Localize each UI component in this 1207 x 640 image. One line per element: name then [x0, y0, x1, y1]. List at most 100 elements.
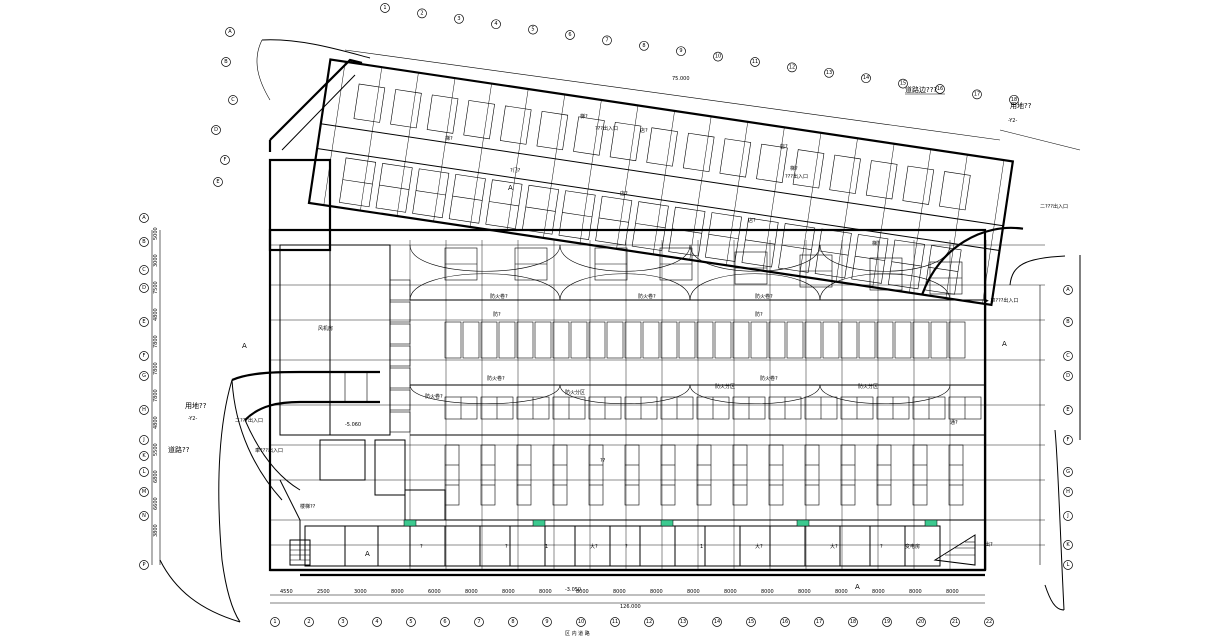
- axis-bubble-circle: [139, 371, 149, 381]
- axis-bubble-circle: [882, 617, 892, 627]
- label-fire-door-2: 防火卷?: [638, 293, 656, 300]
- label-bottom-level: -3.050: [565, 587, 581, 593]
- stall-divider: [818, 250, 849, 256]
- axis-bubble-right: D: [1063, 371, 1073, 381]
- axis-bubble-label: 7: [605, 37, 608, 43]
- axis-bubble-top: 4: [491, 19, 501, 30]
- upper-grid-column: [360, 67, 383, 211]
- axis-bubble-circle: [139, 265, 149, 275]
- axis-bubble-bottom: 22: [984, 617, 994, 627]
- axis-bubble-circle: [225, 27, 235, 37]
- axis-bubble-bottom: 18: [848, 617, 858, 627]
- label-smoke-1: 防?: [493, 311, 501, 318]
- dimension-bottom: 8000: [798, 589, 811, 595]
- axis-bubble-left: D: [139, 283, 149, 293]
- upper-stall: [448, 173, 486, 224]
- axis-bubble-bottom: 1: [270, 617, 280, 627]
- axis-bubble-circle: [491, 19, 501, 30]
- upper-stall: [558, 190, 596, 240]
- parking-stall: [588, 321, 606, 359]
- marker-green: [924, 519, 938, 527]
- axis-bubble-label: H: [1066, 489, 1070, 495]
- axis-bubble-circle: [139, 405, 149, 415]
- label-fire-zone-2: 防火分区: [715, 383, 735, 390]
- axis-bubble-label: 2: [420, 10, 423, 16]
- axis-bubble-top: 17: [972, 89, 982, 100]
- axis-bubble-label: C: [1066, 353, 1070, 359]
- axis-bubble-bottom: 17: [814, 617, 824, 627]
- parking-stall: [389, 301, 411, 323]
- parking-stall: [462, 321, 480, 359]
- axis-bubble-label: D: [1066, 373, 1070, 379]
- ramp-outer-top: [231, 370, 380, 382]
- service-room: [704, 525, 741, 567]
- axis-bubble-label: 7: [477, 619, 480, 625]
- axis-bubble-circle: [861, 73, 871, 84]
- axis-bubble-right: K: [1063, 540, 1073, 550]
- axis-bubble-bottom: 3: [338, 617, 348, 627]
- axis-bubble-label: 8: [642, 43, 645, 49]
- axis-bubble-circle: [139, 283, 149, 293]
- upper-stall: [887, 239, 925, 290]
- stall-divider: [452, 195, 483, 201]
- label-ramp-right-2: 二???出入口: [1040, 203, 1068, 210]
- axis-bubble-top: 16: [935, 84, 945, 94]
- stall-divider: [379, 184, 410, 190]
- axis-bubble-circle: [1063, 371, 1073, 381]
- axis-bubble-top: 14: [861, 73, 871, 84]
- upper-stall: [463, 100, 495, 140]
- axis-bubble-label: H: [142, 407, 146, 413]
- parking-stall: [444, 321, 462, 359]
- axis-bubble-label: 19: [884, 619, 890, 625]
- axis-bubble-bottom: 20: [916, 617, 926, 627]
- label-stair-room-1: 梯?: [872, 240, 880, 247]
- dimension-left: 3000: [153, 254, 159, 267]
- arch-mid: [819, 384, 951, 405]
- upper-stall: [756, 143, 788, 183]
- upper-stall: [390, 89, 422, 129]
- marker-green: [660, 519, 674, 527]
- axis-bubble-label: 3: [457, 16, 460, 22]
- axis-bubble-circle: [139, 351, 149, 361]
- axis-bubble-left: J: [139, 435, 149, 445]
- axis-bubble-label: 14: [714, 619, 720, 625]
- upper-wing-curve: [921, 226, 1024, 295]
- left-core: [279, 244, 391, 436]
- upper-stall: [522, 184, 560, 235]
- axis-bubble-circle: [139, 487, 149, 497]
- axis-bubble-label: 11: [612, 619, 618, 625]
- axis-bubble-circle: [576, 617, 586, 627]
- upper-stall: [595, 195, 633, 246]
- upper-wing-grid: [323, 61, 1005, 304]
- label-shop-2: 店?: [748, 217, 756, 224]
- label-room1: ?门?: [510, 167, 521, 174]
- axis-bubble-top-left: C: [228, 95, 238, 105]
- axis-bubble-circle: [916, 617, 926, 627]
- axis-bubble-label: 9: [545, 619, 548, 625]
- upper-stall: [829, 154, 861, 194]
- axis-bubble-top-left: D: [211, 125, 221, 135]
- dimension-bottom: 8000: [761, 589, 774, 595]
- axis-bubble-label: 2: [307, 619, 310, 625]
- upper-stall: [668, 206, 706, 257]
- dimension-bottom: 8000: [872, 589, 885, 595]
- axis-bubble-top: 3: [454, 13, 464, 24]
- axis-bubble-label: 5: [409, 619, 412, 625]
- room-block: [404, 489, 446, 521]
- parking-stall: [714, 321, 732, 359]
- dimension-bottom: 8000: [576, 589, 589, 595]
- arch-mid: [409, 384, 561, 404]
- axis-bubble-label: 12: [789, 64, 795, 70]
- parking-stall: [389, 323, 411, 345]
- axis-note-left: -Y2-: [188, 416, 197, 422]
- label-shop-3: 店?: [780, 143, 788, 150]
- axis-bubble-label: 4: [494, 21, 497, 27]
- axis-bubble-label: 5: [531, 27, 534, 33]
- arch-upper: [819, 244, 951, 272]
- arch-upper: [409, 244, 561, 272]
- left-core-upper: [268, 158, 332, 252]
- axis-bubble-circle: [848, 617, 858, 627]
